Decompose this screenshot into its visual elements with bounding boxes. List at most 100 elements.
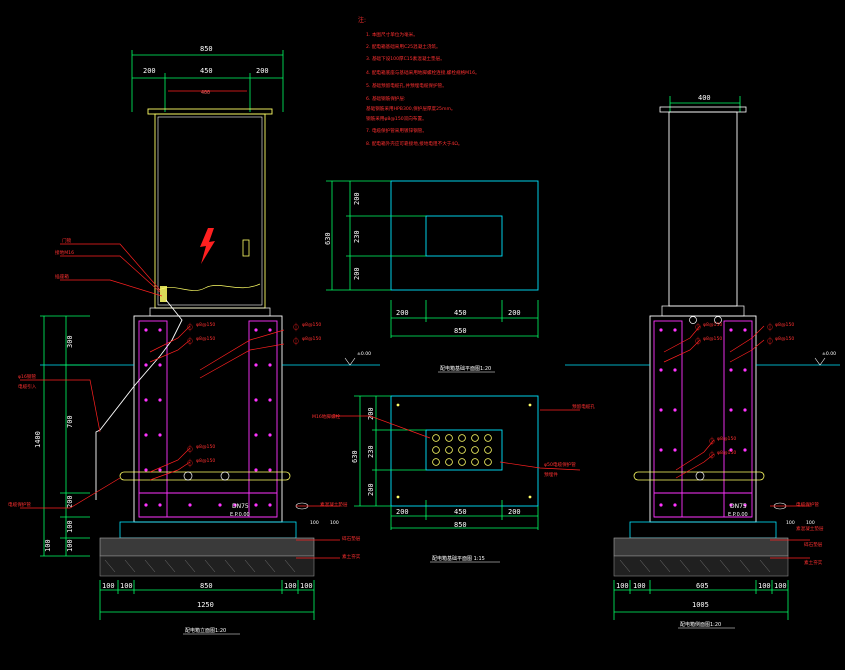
front-label-breaker: 插座箱 [55, 273, 69, 280]
top-bottom-200b: 200 [508, 309, 521, 317]
side-label-base1: 素混凝土垫层 [796, 525, 824, 532]
front-dim-200: 200 [66, 495, 74, 508]
top-bottom-200a: 200 [396, 309, 409, 317]
front-dim-200b: 200 [256, 67, 269, 75]
side-label-rebar4: φ8@150 [775, 336, 794, 342]
svg-text:⏀: ⏀ [708, 450, 716, 460]
front-label-cable: φ16钢管 [18, 373, 36, 380]
svg-text:⏀: ⏀ [766, 336, 774, 346]
svg-text:⏀: ⏀ [292, 322, 300, 332]
front-label-rebar3: φ8@150 [196, 444, 215, 450]
front-label-rebar5: φ8@150 [302, 322, 321, 328]
side-label-pipe: 电缆保护管 [796, 501, 819, 508]
svg-text:⏀: ⏀ [708, 436, 716, 446]
front-dim-100c: 100 [44, 539, 52, 552]
front-dim-100b: 100 [66, 539, 74, 552]
svg-text:⏀: ⏀ [186, 444, 194, 454]
front-bottom-100c: 100 [284, 582, 297, 590]
lightning-icon [200, 228, 215, 264]
front-dim-1400: 1400 [34, 431, 42, 448]
side-label-rebar5: φ8@150 [717, 436, 736, 442]
base-dim-630: 630 [351, 450, 359, 463]
svg-text:⏀: ⏀ [694, 336, 702, 346]
side-pipe-sub: E.P.0.00 [728, 512, 748, 518]
top-view: 200 230 200 630 200 450 200 850 配电箱基础平面图… [324, 180, 539, 373]
side-bottom-1005: 1005 [692, 601, 709, 609]
base-label-note: 预埋件 [544, 471, 558, 478]
base-dim-230: 230 [367, 445, 375, 458]
base-bottom-850: 850 [454, 521, 467, 529]
side-label-base3: 素土夯实 [804, 559, 823, 566]
front-dim-100a: 100 [66, 520, 74, 533]
front-spec-2: 100 [330, 520, 339, 526]
base-label-holes: 预留电缆孔 [572, 403, 595, 410]
front-spec-1: 100 [310, 520, 319, 526]
note-6b: 钢筋采用φ8@150双向布置。 [366, 115, 427, 122]
front-label-base1: 素混凝土垫层 [320, 501, 348, 508]
note-6a: 基础钢筋采用HPB300,保护层厚度25mm。 [366, 105, 456, 112]
side-label-rebar3: φ8@150 [775, 322, 794, 328]
top-dim-630: 630 [324, 232, 332, 245]
front-label-grounding: 接地M16 [55, 249, 74, 256]
front-bottom-100b: 100 [120, 582, 133, 590]
side-bottom-605: 605 [696, 582, 709, 590]
front-label-base3: 素土夯实 [342, 553, 361, 560]
side-dim-top: 400 [698, 94, 711, 102]
top-dim-200a: 200 [353, 192, 361, 205]
front-label-pipe: 电缆保护管 [8, 501, 31, 508]
side-water-level: ±0.00 [822, 351, 836, 357]
base-view: 200 230 200 630 200 450 200 850 M16地脚螺栓 … [312, 395, 595, 563]
front-pipe-label: DN75 [232, 503, 249, 510]
lock-icon [242, 239, 250, 257]
front-water-level: ±0.00 [357, 351, 371, 357]
base-view-title: 配电箱基础平面图 1:15 [432, 555, 485, 562]
note-1: 1. 本图尺寸单位为毫米。 [366, 31, 418, 38]
note-6: 6. 基础钢筋保护层: [366, 95, 406, 102]
top-view-title: 配电箱基础平面图1:20 [440, 365, 491, 372]
front-view-title: 配电箱立面图1:20 [185, 627, 226, 634]
front-dim-door: 400 [201, 90, 210, 96]
side-label-rebar2: φ8@150 [703, 336, 722, 342]
side-view-title: 配电箱侧面图1:20 [680, 621, 721, 628]
note-7: 7. 电缆保护管采用镀锌钢管。 [366, 127, 427, 134]
svg-text:⏀: ⏀ [694, 322, 702, 332]
top-bottom-450: 450 [454, 309, 467, 317]
notes-marker: 注: [358, 16, 366, 24]
front-dim-200a: 200 [143, 67, 156, 75]
top-dim-200b: 200 [353, 267, 361, 280]
notes-block: 注: 1. 本图尺寸单位为毫米。 2. 配电箱基础采用C25混凝土浇筑。 3. … [358, 16, 480, 147]
svg-text:⏀: ⏀ [292, 336, 300, 346]
front-bottom-100a: 100 [102, 582, 115, 590]
front-view: 850 200 450 200 400 [8, 45, 380, 635]
base-dim-200a: 200 [367, 407, 375, 420]
side-spec-2: 100 [806, 520, 815, 526]
side-bottom-100d: 100 [774, 582, 787, 590]
note-3: 3. 基础下设100厚C15素混凝土垫层。 [366, 55, 445, 62]
side-bottom-100a: 100 [616, 582, 629, 590]
base-dim-200b: 200 [367, 483, 375, 496]
front-label-base2: 碎石垫层 [342, 535, 361, 542]
top-dim-230: 230 [353, 230, 361, 243]
front-bottom-850: 850 [200, 582, 213, 590]
note-4: 4. 配电箱底座与基础采用地脚螺栓连接,螺栓规格M16。 [366, 69, 480, 76]
side-pipe-label: DN75 [730, 503, 747, 510]
side-view: 400 ±0.00 [565, 94, 840, 629]
note-2: 2. 配电箱基础采用C25混凝土浇筑。 [366, 43, 441, 50]
front-dim-450: 450 [200, 67, 213, 75]
side-spec-1: 100 [786, 520, 795, 526]
side-label-rebar6: φ8@150 [717, 450, 736, 456]
base-bottom-450: 450 [454, 508, 467, 516]
front-label-lock: 门锁 [62, 237, 72, 244]
front-label-rebar6: φ8@150 [302, 336, 321, 342]
base-bottom-200b: 200 [508, 508, 521, 516]
side-label-rebar1: φ8@150 [703, 322, 722, 328]
base-label-cable: φ50电缆保护管 [544, 461, 576, 468]
front-label-rebar1: φ8@150 [196, 322, 215, 328]
front-bottom-100d: 100 [300, 582, 313, 590]
front-label-rebar2: φ8@150 [196, 336, 215, 342]
front-bottom-1250: 1250 [197, 601, 214, 609]
side-bottom-100b: 100 [633, 582, 646, 590]
front-label-rebar4: φ8@150 [196, 458, 215, 464]
svg-text:⏀: ⏀ [186, 458, 194, 468]
